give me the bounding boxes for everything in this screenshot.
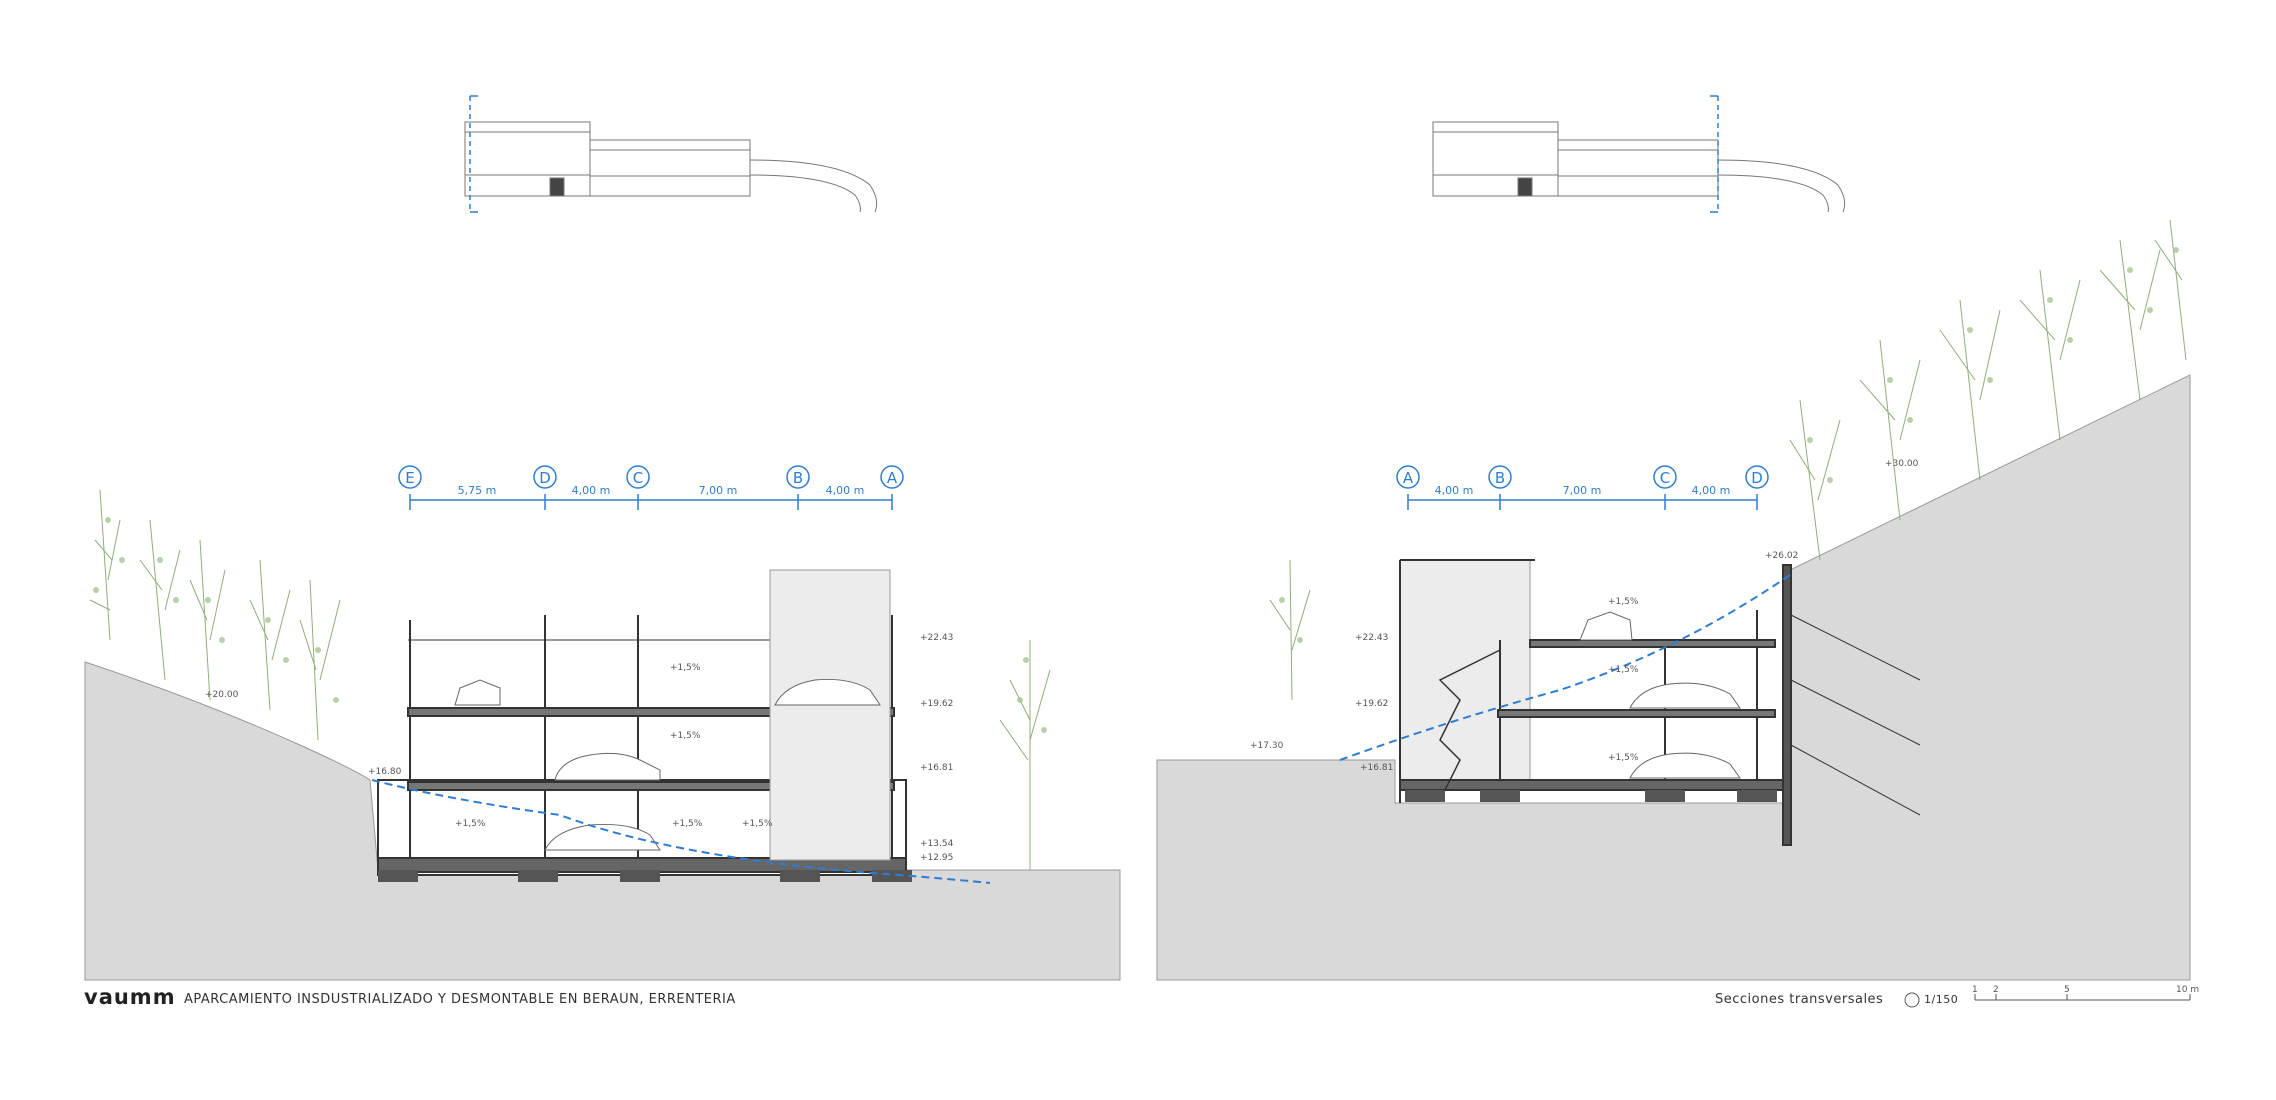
slope-label: +1,5% <box>742 819 773 829</box>
span-label: 4,00 m <box>1435 484 1474 497</box>
span-label: 4,00 m <box>572 484 611 497</box>
slope-label: +1,5% <box>672 819 703 829</box>
axis-label: A <box>1403 469 1414 487</box>
level-label: +16.81 <box>1360 763 1393 773</box>
sheet-title: Secciones transversales <box>1715 992 1884 1007</box>
trees-right <box>1269 219 2187 701</box>
level-label: +20.00 <box>205 690 239 700</box>
structure-left <box>377 569 907 876</box>
footings-right <box>1405 790 1777 802</box>
key-plan-right <box>1432 95 1846 213</box>
slope-label: +1,5% <box>1608 597 1639 607</box>
original-terrain-line-right <box>1339 574 1791 761</box>
original-terrain-line-left <box>371 779 991 884</box>
axis-label: C <box>1660 469 1670 487</box>
project-title: APARCAMIENTO INSDUSTRIALIZADO Y DESMONTA… <box>184 992 736 1007</box>
scale-bar <box>1904 992 2191 1008</box>
level-label: +22.43 <box>920 633 953 643</box>
level-label: +26.02 <box>1765 551 1798 561</box>
axis-label: A <box>887 469 898 487</box>
terrain-right <box>1156 374 2191 981</box>
footings-left <box>378 870 912 882</box>
level-label: +22.43 <box>1355 633 1388 643</box>
span-label: 5,75 m <box>458 484 497 497</box>
level-label: +19.62 <box>920 699 953 709</box>
axis-grid-left <box>398 465 904 510</box>
axis-label: E <box>405 469 414 487</box>
level-label: +17.30 <box>1250 741 1284 751</box>
cars-right <box>1579 611 1741 779</box>
span-label: 4,00 m <box>1692 484 1731 497</box>
cars-left <box>454 679 881 851</box>
scale-tick: 1 <box>1972 985 1978 995</box>
slope-label: +1,5% <box>1608 753 1639 763</box>
axis-label: B <box>1495 469 1505 487</box>
trees-left <box>89 489 1051 870</box>
axis-label: B <box>793 469 803 487</box>
axis-label: D <box>1751 469 1763 487</box>
studio-logo: vaumm <box>84 985 176 1009</box>
span-label: 4,00 m <box>826 484 865 497</box>
structure-right <box>1399 559 1792 846</box>
axis-label: C <box>633 469 643 487</box>
scale-tick: 2 <box>1993 985 1999 995</box>
section-right: A B C D 4,00 m 7,00 m 4,00 m +26.02 +30.… <box>1156 219 2191 981</box>
axis-label: D <box>539 469 551 487</box>
level-label: +16.80 <box>368 767 402 777</box>
slope-label: +1,5% <box>1608 665 1639 675</box>
slope-label: +1,5% <box>455 819 486 829</box>
key-plan-left <box>464 95 878 213</box>
scale-tick: 5 <box>2064 985 2070 995</box>
slope-label: +1,5% <box>670 731 701 741</box>
scale-tick: 10 m <box>2176 985 2199 995</box>
slope-label: +1,5% <box>670 663 701 673</box>
level-label: +30.00 <box>1885 459 1919 469</box>
terrain-left <box>84 661 1121 981</box>
level-label: +19.62 <box>1355 699 1388 709</box>
level-label: +13.54 <box>920 839 954 849</box>
span-label: 7,00 m <box>1563 484 1602 497</box>
axis-grid-right <box>1396 465 1769 510</box>
level-label: +12.95 <box>920 853 953 863</box>
scale-label: 1/150 <box>1924 993 1959 1006</box>
section-left: E D C B A 5,75 m 4,00 m 7,00 m 4,00 m +2… <box>84 465 1121 981</box>
span-label: 7,00 m <box>699 484 738 497</box>
anchors-right <box>1790 614 1921 816</box>
level-label: +16.81 <box>920 763 953 773</box>
